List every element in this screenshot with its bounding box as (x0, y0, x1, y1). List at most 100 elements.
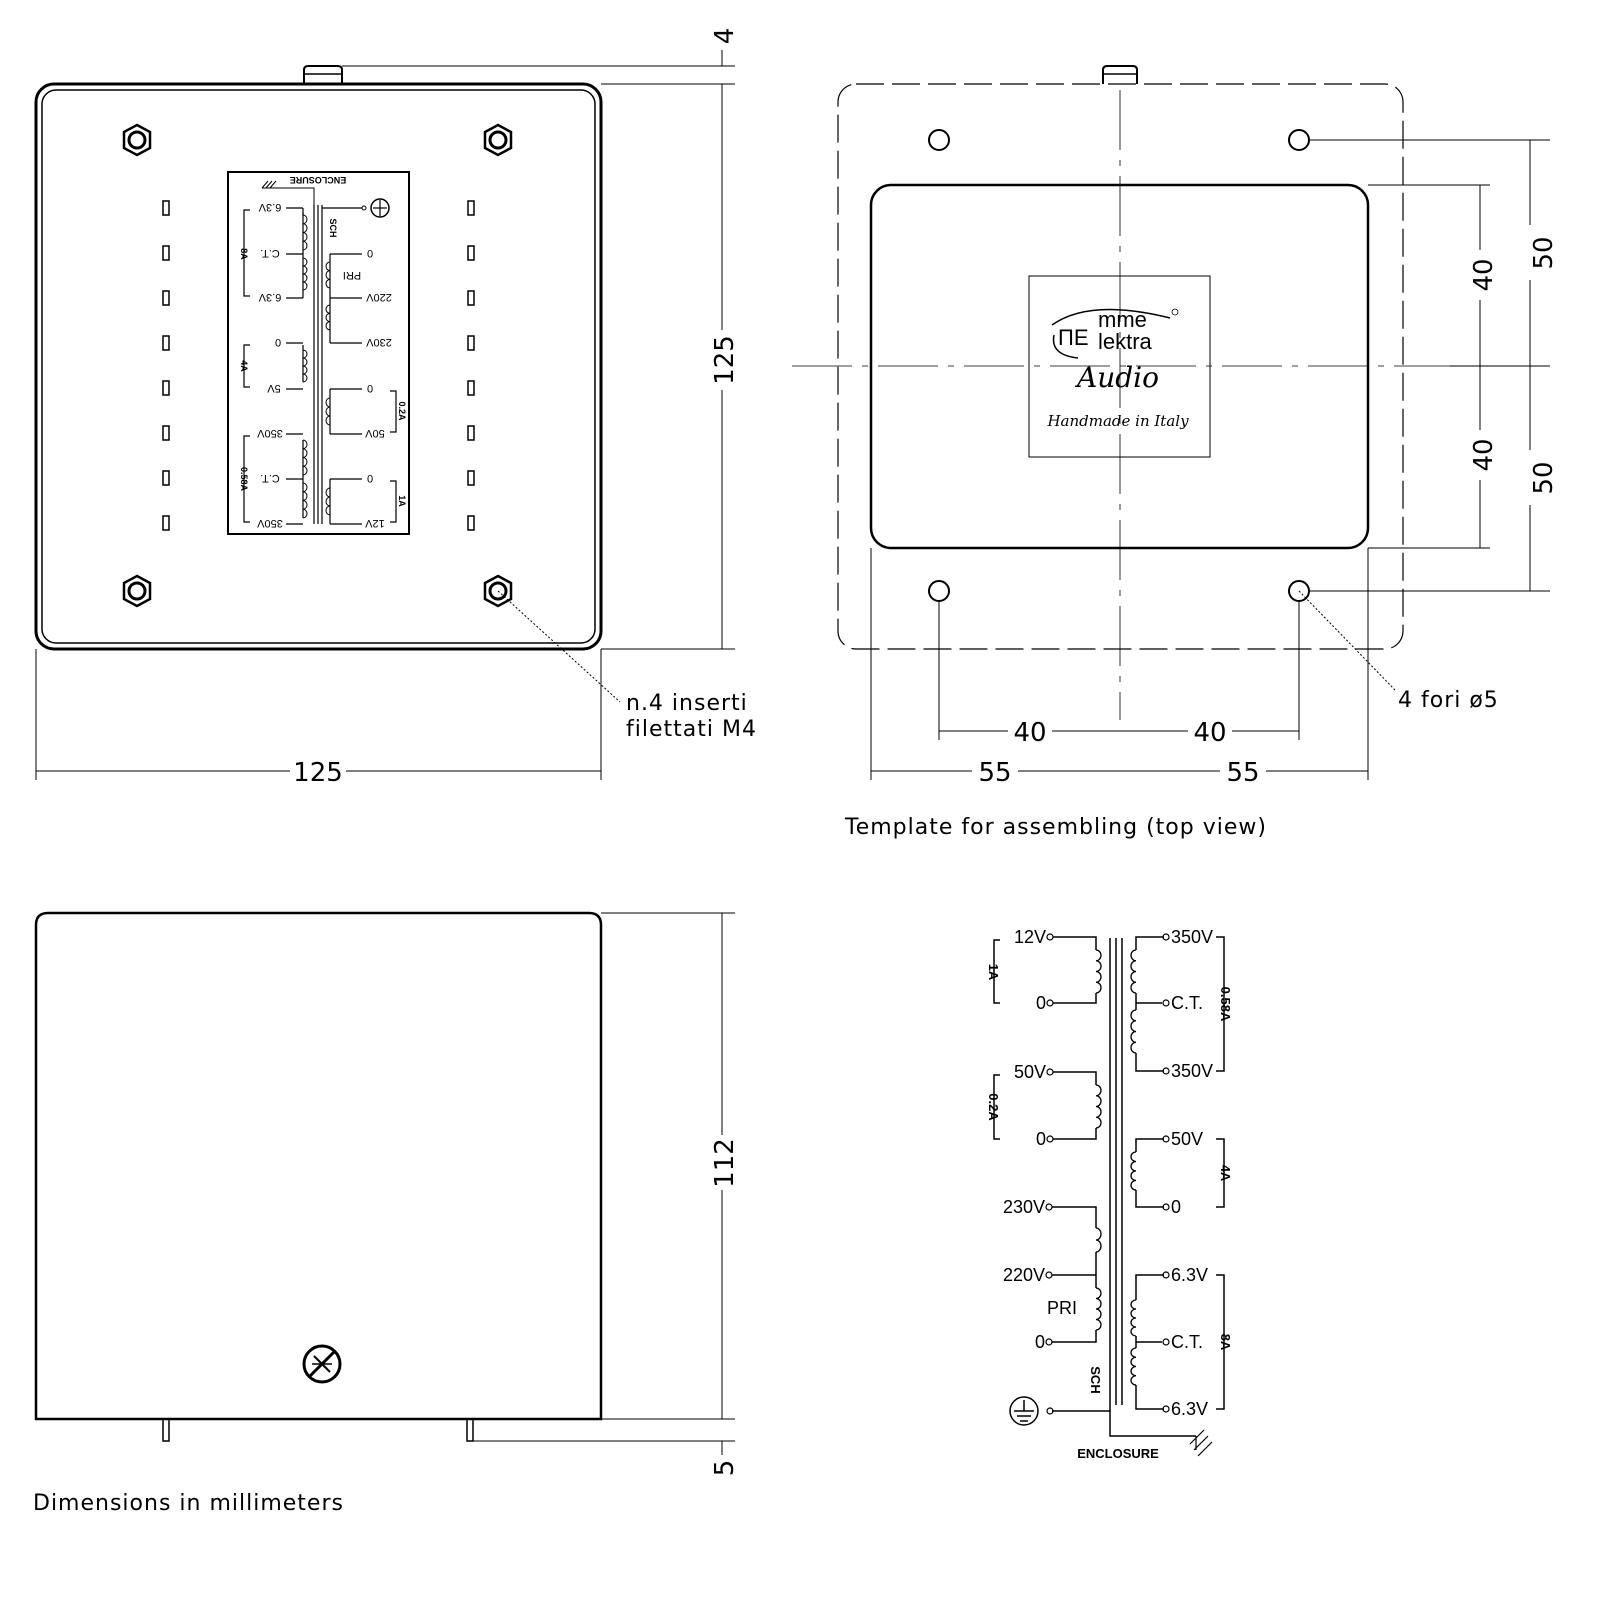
winding-coil (1130, 1151, 1137, 1191)
logo-handmade: Handmade in Italy (1046, 412, 1189, 430)
solder-pin (162, 290, 170, 306)
winding-coil (1095, 949, 1102, 994)
panel-label: 0 (367, 472, 373, 484)
template-knob (1102, 65, 1138, 84)
panel-label: 1A (397, 495, 407, 507)
side-pin (162, 1418, 170, 1442)
mounting-hole (928, 129, 950, 151)
panel-label: 350V (256, 517, 282, 529)
winding-coil (1130, 1347, 1137, 1386)
sch-label: 220V (1003, 1265, 1045, 1285)
dim-front-width: 125 (293, 758, 343, 788)
panel-label: 0 (367, 382, 373, 394)
panel-label: 230V (365, 336, 391, 348)
solder-pin (467, 245, 475, 261)
template-view: ПЕ mme lektra Audio Handmade in Italy 40… (792, 65, 1559, 840)
dim-v50-top: 50 (1529, 236, 1559, 269)
sch-label: 50V (1014, 1062, 1046, 1082)
winding-coil (1130, 1299, 1137, 1337)
sch-label: 1A (986, 964, 1001, 981)
solder-pin (467, 335, 475, 351)
solder-pin (467, 200, 475, 216)
sch-label: C.T. (1171, 993, 1203, 1013)
threaded-insert (483, 574, 513, 608)
panel-label: 0 (367, 247, 373, 259)
panel-label: 6.3V (258, 201, 281, 213)
inserts-note-line1: n.4 inserti (626, 691, 748, 716)
inserts-note-line2: filettati M4 (626, 717, 757, 742)
solder-pin (467, 380, 475, 396)
solder-pin (467, 470, 475, 486)
sch-label: 12V (1014, 927, 1046, 947)
dim-v40-top: 40 (1469, 258, 1499, 291)
solder-pin (467, 290, 475, 306)
winding-coil (1095, 1227, 1102, 1253)
brand-logo: ПЕ mme lektra Audio Handmade in Italy (1046, 307, 1189, 430)
sch-label: 0 (1171, 1197, 1181, 1217)
sch-label: 0 (1036, 1129, 1046, 1149)
top-knob (303, 65, 343, 84)
panel-label: 0.58A (239, 467, 249, 492)
panel-label: 4A (239, 360, 249, 372)
panel-label: 12V (365, 517, 385, 529)
sch-label: 350V (1171, 927, 1213, 947)
panel-label: 220V (365, 291, 391, 303)
winding-coil (325, 397, 331, 426)
dim-h40-right: 40 (1193, 718, 1226, 748)
sch-label: 6.3V (1171, 1399, 1208, 1419)
sch-label: 8A (1218, 1334, 1233, 1351)
sch-label: 230V (1003, 1197, 1045, 1217)
panel-label: C.T. (260, 247, 280, 259)
earth-icon (370, 198, 390, 218)
sch-label: 50V (1171, 1129, 1203, 1149)
panel-label: 0.2A (397, 401, 407, 421)
solder-pin (467, 515, 475, 531)
panel-sch-label: SCH (328, 218, 338, 237)
panel-label: 5V (267, 382, 281, 394)
side-enclosure (34, 911, 603, 1421)
winding-coil (1130, 1009, 1137, 1054)
winding-coil (1130, 949, 1137, 994)
solder-pin (162, 470, 170, 486)
panel-pri-label: PRI (343, 269, 361, 281)
dim-front-height: 125 (710, 335, 740, 385)
holes-note: 4 fori ø5 (1398, 688, 1499, 713)
label-panel-content: ENCLOSURE SCH PRI 6.3V C.T. 6.3V 8A 0 22… (239, 175, 407, 529)
sch-sch-label: SCH (1088, 1366, 1103, 1393)
solder-pin (162, 200, 170, 216)
logo-text-line1: mme (1098, 307, 1147, 332)
units-caption: Dimensions in millimeters (33, 1491, 344, 1516)
dim-v40-bottom: 40 (1469, 438, 1499, 471)
wiring-label-panel (227, 171, 410, 535)
mounting-hole (1288, 129, 1310, 151)
panel-label: 8A (239, 248, 249, 260)
panel-label: C.T. (260, 472, 280, 484)
dim-knob-height: 4 (710, 28, 740, 45)
sch-label: 0.2A (986, 1093, 1001, 1121)
solder-pin (162, 515, 170, 531)
solder-pin (162, 425, 170, 441)
ground-icon (1009, 1396, 1039, 1426)
panel-label: 6.3V (258, 291, 281, 303)
winding-coil (325, 487, 331, 516)
solder-pin (467, 425, 475, 441)
sch-label: 6.3V (1171, 1265, 1208, 1285)
winding-coil (1095, 1084, 1102, 1129)
winding-coil (302, 439, 308, 476)
sch-label: 0 (1035, 1332, 1045, 1352)
wiring-schematic: 12V 1A 0 50V 0.2A 0 230V 220V PRI 0 SCH … (986, 927, 1233, 1461)
solder-pins (162, 200, 475, 531)
winding-coil (302, 257, 308, 291)
front-view: ENCLOSURE SCH PRI 6.3V C.T. 6.3V 8A 0 22… (34, 28, 757, 788)
threaded-insert (122, 574, 152, 608)
sch-label: 0 (1036, 993, 1046, 1013)
sch-label: 4A (1218, 1165, 1233, 1182)
solder-pin (162, 245, 170, 261)
front-enclosure-inner (41, 89, 596, 644)
winding-coil (302, 482, 308, 519)
dim-h40-left: 40 (1013, 718, 1046, 748)
winding-coil (325, 261, 331, 289)
dim-h55-right: 55 (1226, 758, 1259, 788)
logo-box (1028, 275, 1211, 458)
